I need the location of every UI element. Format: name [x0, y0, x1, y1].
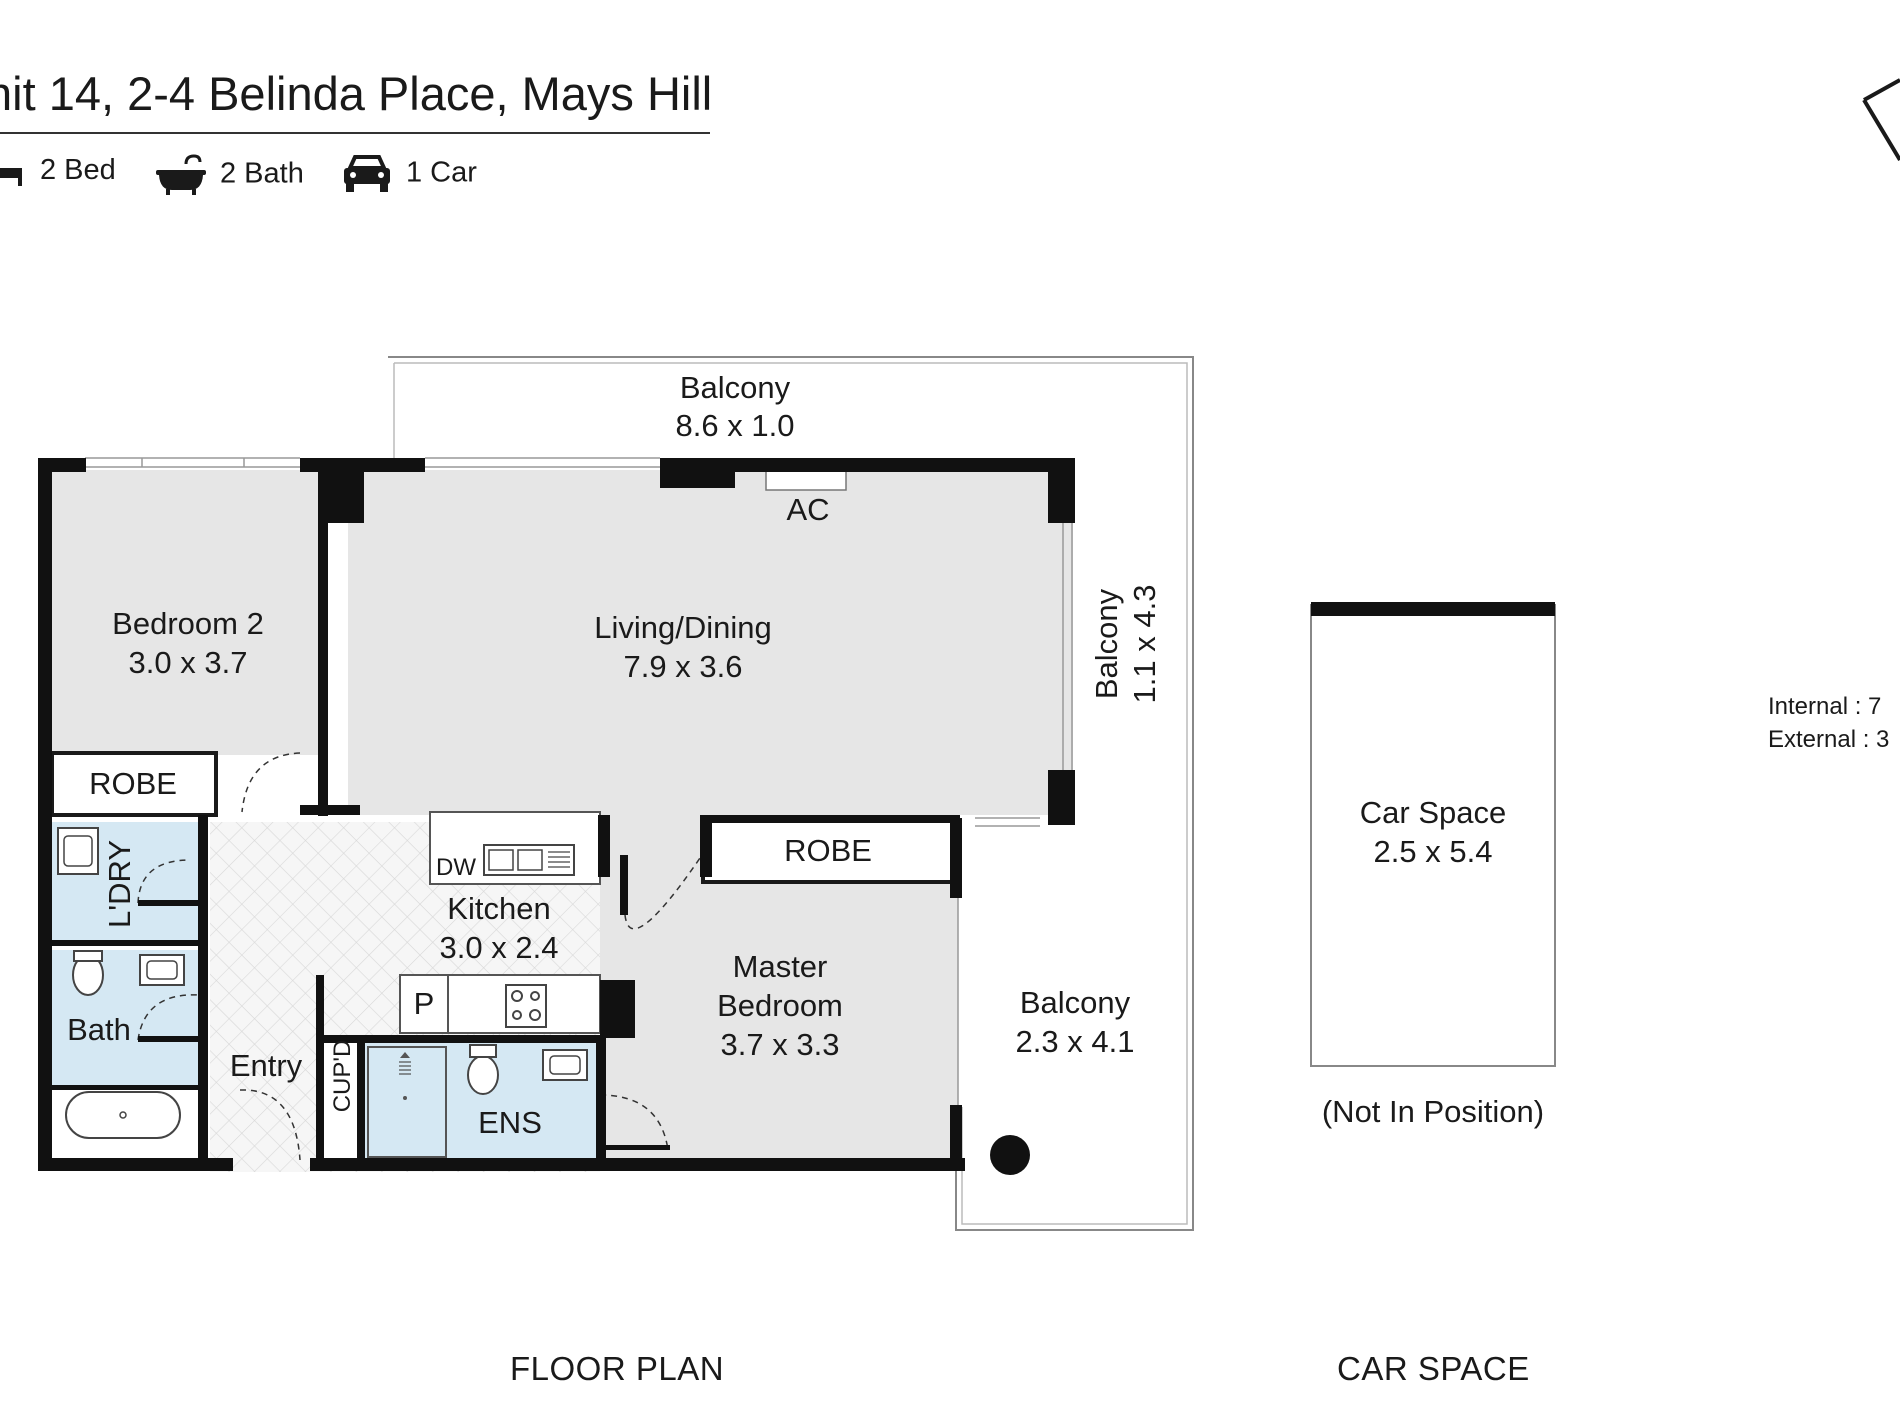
robe1: [50, 751, 218, 817]
bathtub: [65, 1091, 181, 1139]
bathtub-icon: [156, 154, 206, 195]
feature-car-label: 1 Car: [406, 156, 477, 189]
master-name-line1: Master: [733, 949, 828, 984]
balcony-outline-inner: [393, 362, 1188, 1225]
dishwasher-label: DW: [436, 854, 476, 881]
balcony-side-size: 1.1 x 4.3: [1127, 585, 1162, 704]
living-link-floor: [598, 815, 708, 885]
walls: [38, 458, 1075, 1171]
ac-unit: [765, 469, 847, 491]
kitchen-island: [399, 974, 601, 1034]
compass-icon: [1862, 78, 1900, 162]
floor-plan-label: FLOOR PLAN: [510, 1350, 725, 1387]
feature-car: 1 Car: [342, 154, 477, 194]
cooktop-icon: [505, 984, 547, 1028]
external-area: External : 3: [1768, 726, 1890, 753]
balcony-side-name: Balcony: [1089, 588, 1124, 699]
kitchen-size: 3.0 x 2.4: [440, 930, 559, 965]
balcony-outline: [388, 356, 1194, 1231]
title-divider: [0, 132, 710, 134]
master-floor: [598, 880, 958, 1160]
ensuite-label: ENS: [478, 1105, 542, 1140]
bath-label: Bath: [67, 1012, 131, 1047]
balcony-top-name: Balcony: [680, 370, 791, 405]
car-space-size: 2.5 x 5.4: [1374, 834, 1493, 869]
ensuite-toilet-icon: [467, 1055, 499, 1095]
balcony-column: [990, 1135, 1030, 1175]
feature-bed: 2 Bed: [0, 154, 116, 188]
car-space-wall: [1311, 602, 1555, 616]
feature-bath-label: 2 Bath: [220, 157, 304, 190]
master-name-line2: Bedroom: [717, 988, 843, 1023]
robe1-label: ROBE: [89, 766, 177, 801]
car-space-name: Car Space: [1360, 795, 1506, 830]
bedroom2-floor: [52, 470, 328, 755]
internal-area: Internal : 7: [1768, 693, 1882, 720]
car-space-box: [1310, 604, 1556, 1067]
living-floor: [348, 470, 1073, 815]
pantry-label: P: [414, 986, 435, 1021]
shower: [367, 1046, 447, 1158]
area-stats: Internal : 7 External : 3: [1768, 690, 1889, 756]
robe2-label: ROBE: [784, 833, 872, 868]
ac-label: AC: [786, 492, 829, 527]
laundry-label: L'DRY: [102, 840, 137, 928]
feature-bed-label: 2 Bed: [40, 154, 116, 186]
bed-icon: [0, 168, 22, 187]
car-icon: [344, 155, 390, 192]
balcony-corner-name: Balcony: [1020, 985, 1131, 1020]
bedroom2-name: Bedroom 2: [112, 606, 264, 641]
living-name: Living/Dining: [594, 610, 772, 645]
car-space-label: CAR SPACE: [1337, 1350, 1530, 1387]
master-size: 3.7 x 3.3: [721, 1027, 840, 1062]
entry-label: Entry: [230, 1048, 303, 1083]
windows: [85, 457, 1073, 1105]
property-address: nit 14, 2-4 Belinda Place, Mays Hill: [0, 67, 713, 120]
balcony-corner-size: 2.3 x 4.1: [1016, 1024, 1135, 1059]
door-swings: [137, 752, 701, 1161]
car-space-note: (Not In Position): [1322, 1094, 1544, 1129]
cupboard-label: CUP'D: [329, 1040, 356, 1113]
feature-bath: 2 Bath: [156, 154, 304, 196]
cupboard-floor: [322, 1043, 357, 1165]
balcony-top-size: 8.6 x 1.0: [676, 408, 795, 443]
kitchen-name: Kitchen: [447, 891, 550, 926]
living-size: 7.9 x 3.6: [624, 649, 743, 684]
bedroom2-size: 3.0 x 3.7: [129, 645, 248, 680]
